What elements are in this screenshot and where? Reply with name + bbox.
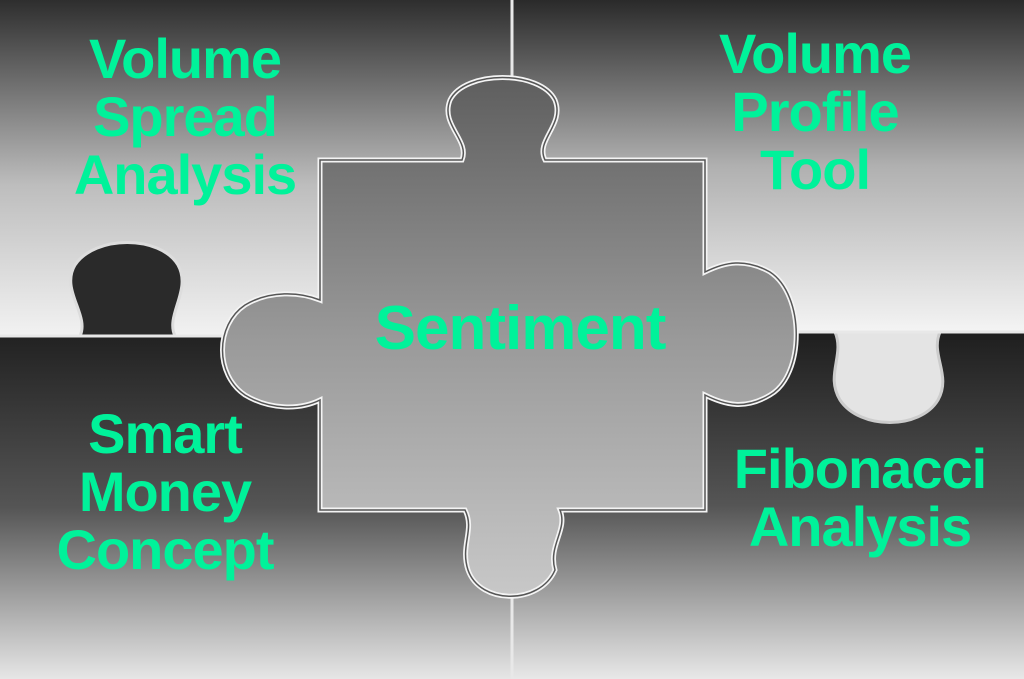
label-line: Spread xyxy=(93,85,278,148)
label-line: Analysis xyxy=(73,143,297,206)
label-top-left: Volume Spread Analysis xyxy=(50,30,320,204)
label-top-right: Volume Profile Tool xyxy=(690,25,940,199)
label-line: Tool xyxy=(759,138,871,201)
label-line: Money xyxy=(78,460,252,523)
knob-top-right xyxy=(832,330,945,424)
label-line: Concept xyxy=(56,518,275,581)
label-line: Smart xyxy=(88,402,243,465)
center-label: Sentiment xyxy=(374,294,667,363)
label-line: Profile xyxy=(731,80,899,143)
label-line: Volume xyxy=(88,27,282,90)
label-bottom-right: Fibonacci Analysis xyxy=(710,440,1010,556)
label-line: Analysis xyxy=(748,495,972,558)
label-line: Volume xyxy=(718,22,912,85)
label-line: Fibonacci xyxy=(733,437,987,500)
label-bottom-left: Smart Money Concept xyxy=(30,405,300,579)
label-center: Sentiment xyxy=(340,294,700,363)
knob-bottom-left xyxy=(69,241,184,338)
